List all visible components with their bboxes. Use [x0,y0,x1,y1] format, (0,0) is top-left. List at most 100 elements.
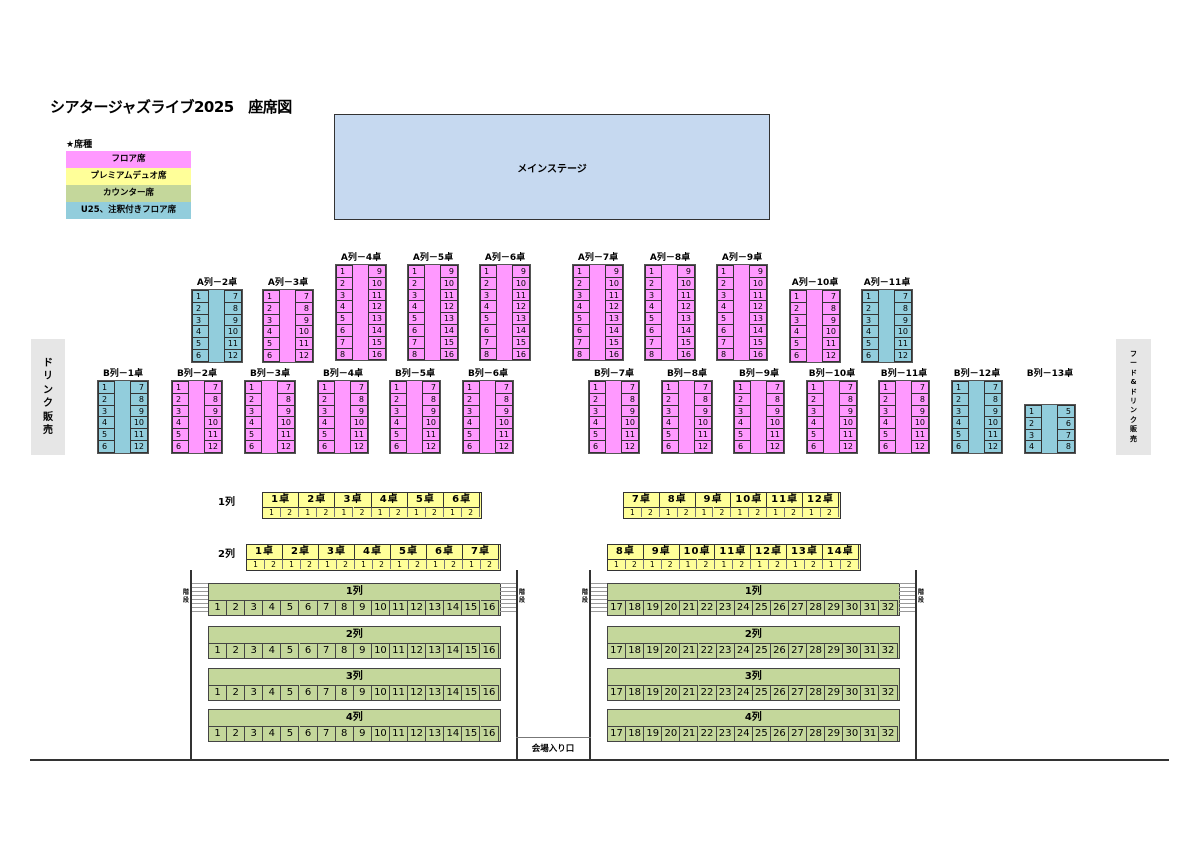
seat[interactable]: 12 [894,349,912,362]
counter-seat[interactable]: 28 [807,726,826,741]
counter-seat[interactable]: 8 [335,726,354,741]
counter-seat[interactable]: 8 [335,685,354,700]
premium-seat[interactable]: 2 [749,507,768,517]
counter-seat[interactable]: 20 [662,726,681,741]
counter-seat[interactable]: 28 [807,600,826,615]
premium-table[interactable]: 2卓 [283,545,319,559]
counter-seat[interactable]: 16 [480,685,499,700]
premium-table[interactable]: 5卓 [408,493,444,507]
counter-seat[interactable]: 25 [752,726,771,741]
seat[interactable]: 12 [224,349,242,362]
counter-seat[interactable]: 10 [371,600,390,615]
counter-seat[interactable]: 2 [227,600,246,615]
counter-seat[interactable]: 30 [843,726,862,741]
premium-seat[interactable]: 1 [335,507,354,517]
counter-seat[interactable]: 11 [390,726,409,741]
counter-seat[interactable]: 9 [353,643,372,658]
premium-table[interactable]: 2卓 [299,493,336,507]
premium-seat[interactable]: 2 [409,559,427,569]
counter-seat[interactable]: 5 [281,685,300,700]
counter-seat[interactable]: 29 [825,600,844,615]
counter-seat[interactable]: 32 [879,685,898,700]
seat[interactable]: 6 [879,440,896,453]
seat[interactable]: 12 [495,440,513,453]
seat[interactable]: 6 [463,440,480,453]
counter-seat[interactable]: 27 [789,726,808,741]
counter-seat[interactable]: 6 [299,726,318,741]
premium-table[interactable]: 3卓 [319,545,355,559]
counter-seat[interactable]: 22 [698,685,717,700]
seat[interactable]: 6 [952,440,969,453]
premium-seat[interactable]: 2 [661,559,680,569]
seat[interactable]: 8 [717,347,734,361]
counter-seat[interactable]: 15 [462,726,481,741]
premium-table[interactable]: 13卓 [787,545,823,559]
counter-seat[interactable]: 31 [861,600,880,615]
seat[interactable]: 6 [98,440,115,453]
premium-seat[interactable]: 2 [840,559,859,569]
counter-seat[interactable]: 8 [335,643,354,658]
counter-seat[interactable]: 22 [698,600,717,615]
premium-seat[interactable]: 1 [299,507,318,517]
counter-seat[interactable]: 3 [245,685,264,700]
counter-seat[interactable]: 9 [353,685,372,700]
counter-seat[interactable]: 21 [680,726,699,741]
counter-seat[interactable]: 7 [317,643,336,658]
premium-seat[interactable]: 1 [659,507,678,517]
premium-seat[interactable]: 1 [371,507,390,517]
counter-seat[interactable]: 1 [209,726,228,741]
counter-seat[interactable]: 22 [698,726,717,741]
seat[interactable]: 12 [204,440,222,453]
premium-seat[interactable]: 2 [317,507,336,517]
premium-seat[interactable]: 2 [353,507,372,517]
premium-table[interactable]: 6卓 [427,545,463,559]
counter-seat[interactable]: 25 [752,643,771,658]
premium-seat[interactable]: 1 [247,559,265,569]
counter-seat[interactable]: 21 [680,643,699,658]
seat[interactable]: 12 [839,440,857,453]
seat[interactable]: 8 [1057,440,1075,454]
premium-seat[interactable]: 2 [281,507,300,517]
counter-seat[interactable]: 31 [861,643,880,658]
counter-seat[interactable]: 28 [807,685,826,700]
premium-seat[interactable]: 2 [265,559,283,569]
premium-table[interactable]: 1卓 [247,545,283,559]
counter-seat[interactable]: 9 [353,726,372,741]
counter-seat[interactable]: 5 [281,726,300,741]
premium-table[interactable]: 12卓 [803,493,839,507]
counter-seat[interactable]: 13 [426,726,445,741]
counter-seat[interactable]: 19 [644,685,663,700]
counter-seat[interactable]: 20 [662,600,681,615]
counter-seat[interactable]: 32 [879,600,898,615]
counter-seat[interactable]: 16 [480,643,499,658]
counter-seat[interactable]: 21 [680,600,699,615]
premium-seat[interactable]: 2 [785,507,803,517]
premium-table[interactable]: 4卓 [372,493,408,507]
counter-seat[interactable]: 26 [770,600,789,615]
counter-seat[interactable]: 1 [209,643,228,658]
counter-seat[interactable]: 23 [716,643,735,658]
counter-seat[interactable]: 13 [426,685,445,700]
premium-seat[interactable]: 1 [679,559,698,569]
counter-seat[interactable]: 18 [626,685,645,700]
counter-seat[interactable]: 27 [789,600,808,615]
counter-seat[interactable]: 4 [263,600,282,615]
premium-table[interactable]: 8卓 [660,493,696,507]
counter-seat[interactable]: 17 [608,643,627,658]
counter-seat[interactable]: 6 [299,643,318,658]
premium-seat[interactable]: 2 [697,559,716,569]
counter-seat[interactable]: 23 [716,726,735,741]
counter-seat[interactable]: 2 [227,685,246,700]
seat[interactable]: 8 [480,347,497,361]
counter-seat[interactable]: 30 [843,600,862,615]
seat[interactable]: 16 [605,347,623,361]
counter-seat[interactable]: 16 [480,726,499,741]
